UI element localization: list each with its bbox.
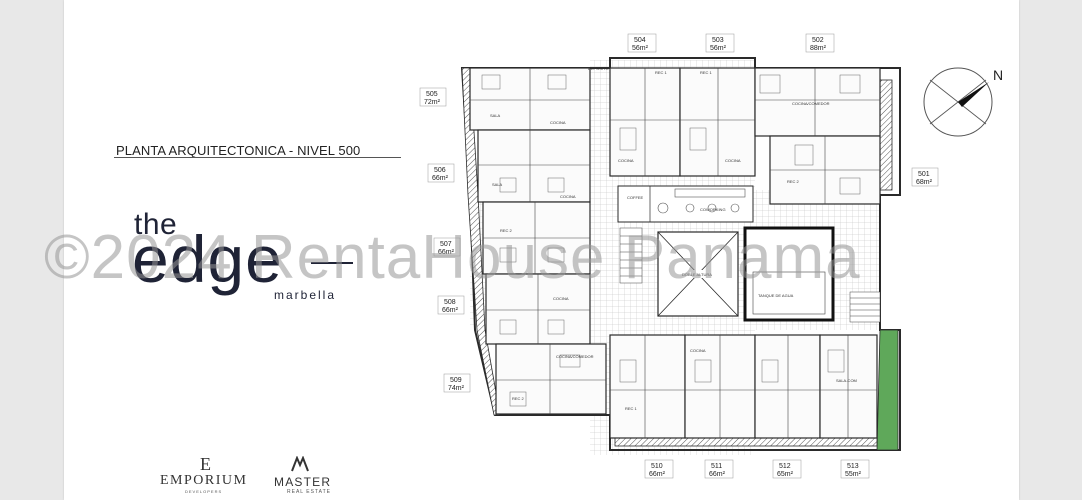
title-underline xyxy=(114,157,401,158)
water-tank-inner xyxy=(752,271,826,315)
svg-text:66m²: 66m² xyxy=(438,249,455,256)
cocina-label-505: COCINA xyxy=(550,120,566,125)
doble-altura-label: DOBLE ALTURA xyxy=(682,272,712,277)
svg-text:72m²: 72m² xyxy=(424,99,441,106)
sala-com-label-513: SALA-COM xyxy=(836,378,857,383)
rec1-label-510: REC 1 xyxy=(625,406,638,411)
rec2-label-509: REC 2 xyxy=(512,396,525,401)
svg-text:512: 512 xyxy=(779,463,791,470)
svg-text:66m²: 66m² xyxy=(649,471,666,478)
unit-block-509 xyxy=(495,343,607,415)
watermark: ©2024 RentaHouse Panama xyxy=(44,223,861,292)
deposito-label: DEPOSITO xyxy=(588,66,609,71)
coffee-label: COFFEE xyxy=(627,195,644,200)
unit-label-505: 505 72m² xyxy=(419,87,447,107)
svg-text:506: 506 xyxy=(434,167,446,174)
svg-text:56m²: 56m² xyxy=(632,45,649,52)
unit-block-502 xyxy=(754,67,881,137)
unit-block-512 xyxy=(754,334,821,439)
logo-marbella: marbella xyxy=(274,288,337,302)
svg-text:503: 503 xyxy=(712,37,724,44)
rec1-label-504: REC 1 xyxy=(655,70,668,75)
svg-text:511: 511 xyxy=(711,463,722,470)
cocina-comedor-label-502: COCINA/COMEDOR xyxy=(792,101,830,106)
svg-text:508: 508 xyxy=(444,299,456,306)
svg-text:510: 510 xyxy=(651,463,663,470)
svg-text:504: 504 xyxy=(634,37,646,44)
unit-block-506 xyxy=(477,129,591,203)
unit-label-507: 507 66m² xyxy=(433,237,461,257)
sala-label-506: SALA xyxy=(492,182,503,187)
master-real-estate: REAL ESTATE xyxy=(287,489,331,495)
cocina-label-508: COCINA xyxy=(553,296,569,301)
unit-label-511: 511 66m² xyxy=(704,459,734,479)
unit-label-509: 509 74m² xyxy=(443,373,471,393)
rec2-label-507: REC 2 xyxy=(500,228,513,233)
master-logo: MASTER xyxy=(274,475,332,489)
unit-label-502: 502 88m² xyxy=(805,33,835,53)
void-label-bg xyxy=(678,270,718,278)
svg-text:66m²: 66m² xyxy=(442,307,459,314)
coworking-furniture xyxy=(657,188,746,214)
logo-the: the xyxy=(134,208,178,241)
svg-text:56m²: 56m² xyxy=(710,45,727,52)
cocina-label-503: COCINA xyxy=(725,158,741,163)
svg-text:74m²: 74m² xyxy=(448,385,465,392)
interior-walls xyxy=(470,68,880,438)
svg-text:88m²: 88m² xyxy=(810,45,827,52)
unit-label-510: 510 66m² xyxy=(644,459,674,479)
stairs xyxy=(619,227,643,284)
svg-text:509: 509 xyxy=(450,377,462,384)
right-facade xyxy=(879,79,893,191)
plan-title: PLANTA ARQUITECTONICA - NIVEL 500 xyxy=(116,143,361,158)
cocina-label-504: COCINA xyxy=(618,158,634,163)
svg-text:502: 502 xyxy=(812,37,824,44)
emporium-developers: DEVELOPERS xyxy=(185,489,223,494)
svg-text:513: 513 xyxy=(847,463,859,470)
rec2-label-501: REC 2 xyxy=(787,179,800,184)
svg-text:68m²: 68m² xyxy=(916,179,933,186)
unit-block-503 xyxy=(679,67,756,177)
unit-label-512: 512 65m² xyxy=(772,459,802,479)
unit-label-503: 503 56m² xyxy=(705,33,735,53)
unit-label-506: 506 66m² xyxy=(427,163,455,183)
bottom-facade xyxy=(614,437,878,447)
unit-label-501: 501 68m² xyxy=(911,167,939,187)
sala-label-505: SALA xyxy=(490,113,501,118)
cocina-label-511: COCINA xyxy=(690,348,706,353)
coworking-label: COWORKING xyxy=(700,207,726,212)
furniture xyxy=(481,74,861,407)
logo-dash xyxy=(311,262,353,264)
emporium-logo-mark: E xyxy=(200,454,211,474)
svg-text:66m²: 66m² xyxy=(709,471,726,478)
emporium-logo: EMPORIUM xyxy=(160,473,248,488)
svg-text:65m²: 65m² xyxy=(777,471,794,478)
unit-label-508: 508 66m² xyxy=(437,295,465,315)
svg-text:505: 505 xyxy=(426,91,438,98)
cocina-comedor-label-509: COCINA/COMEDOR xyxy=(556,354,594,359)
unit-labels: 504 56m² 503 56m² 502 88m² 505 72m² 506 … xyxy=(419,33,939,479)
unit-block-513 xyxy=(819,334,878,439)
master-logo-icon xyxy=(291,456,309,472)
svg-text:66m²: 66m² xyxy=(432,175,449,182)
stairs-right xyxy=(849,291,881,323)
green-area xyxy=(876,329,899,451)
rec1-label-503: REC 1 xyxy=(700,70,713,75)
svg-text:501: 501 xyxy=(918,171,930,178)
unit-block-510 xyxy=(609,334,686,439)
svg-text:55m²: 55m² xyxy=(845,471,862,478)
tanque-label: TANQUE DE AGUA xyxy=(758,293,794,298)
unit-label-513: 513 55m² xyxy=(840,459,870,479)
coworking-room xyxy=(617,185,754,223)
north-compass: N xyxy=(923,67,1003,137)
unit-label-504: 504 56m² xyxy=(627,33,657,53)
compass-n-label: N xyxy=(993,67,1003,83)
logo-edge: edge xyxy=(132,222,283,296)
cocina-label-506: COCINA xyxy=(560,194,576,199)
svg-text:507: 507 xyxy=(440,241,452,248)
